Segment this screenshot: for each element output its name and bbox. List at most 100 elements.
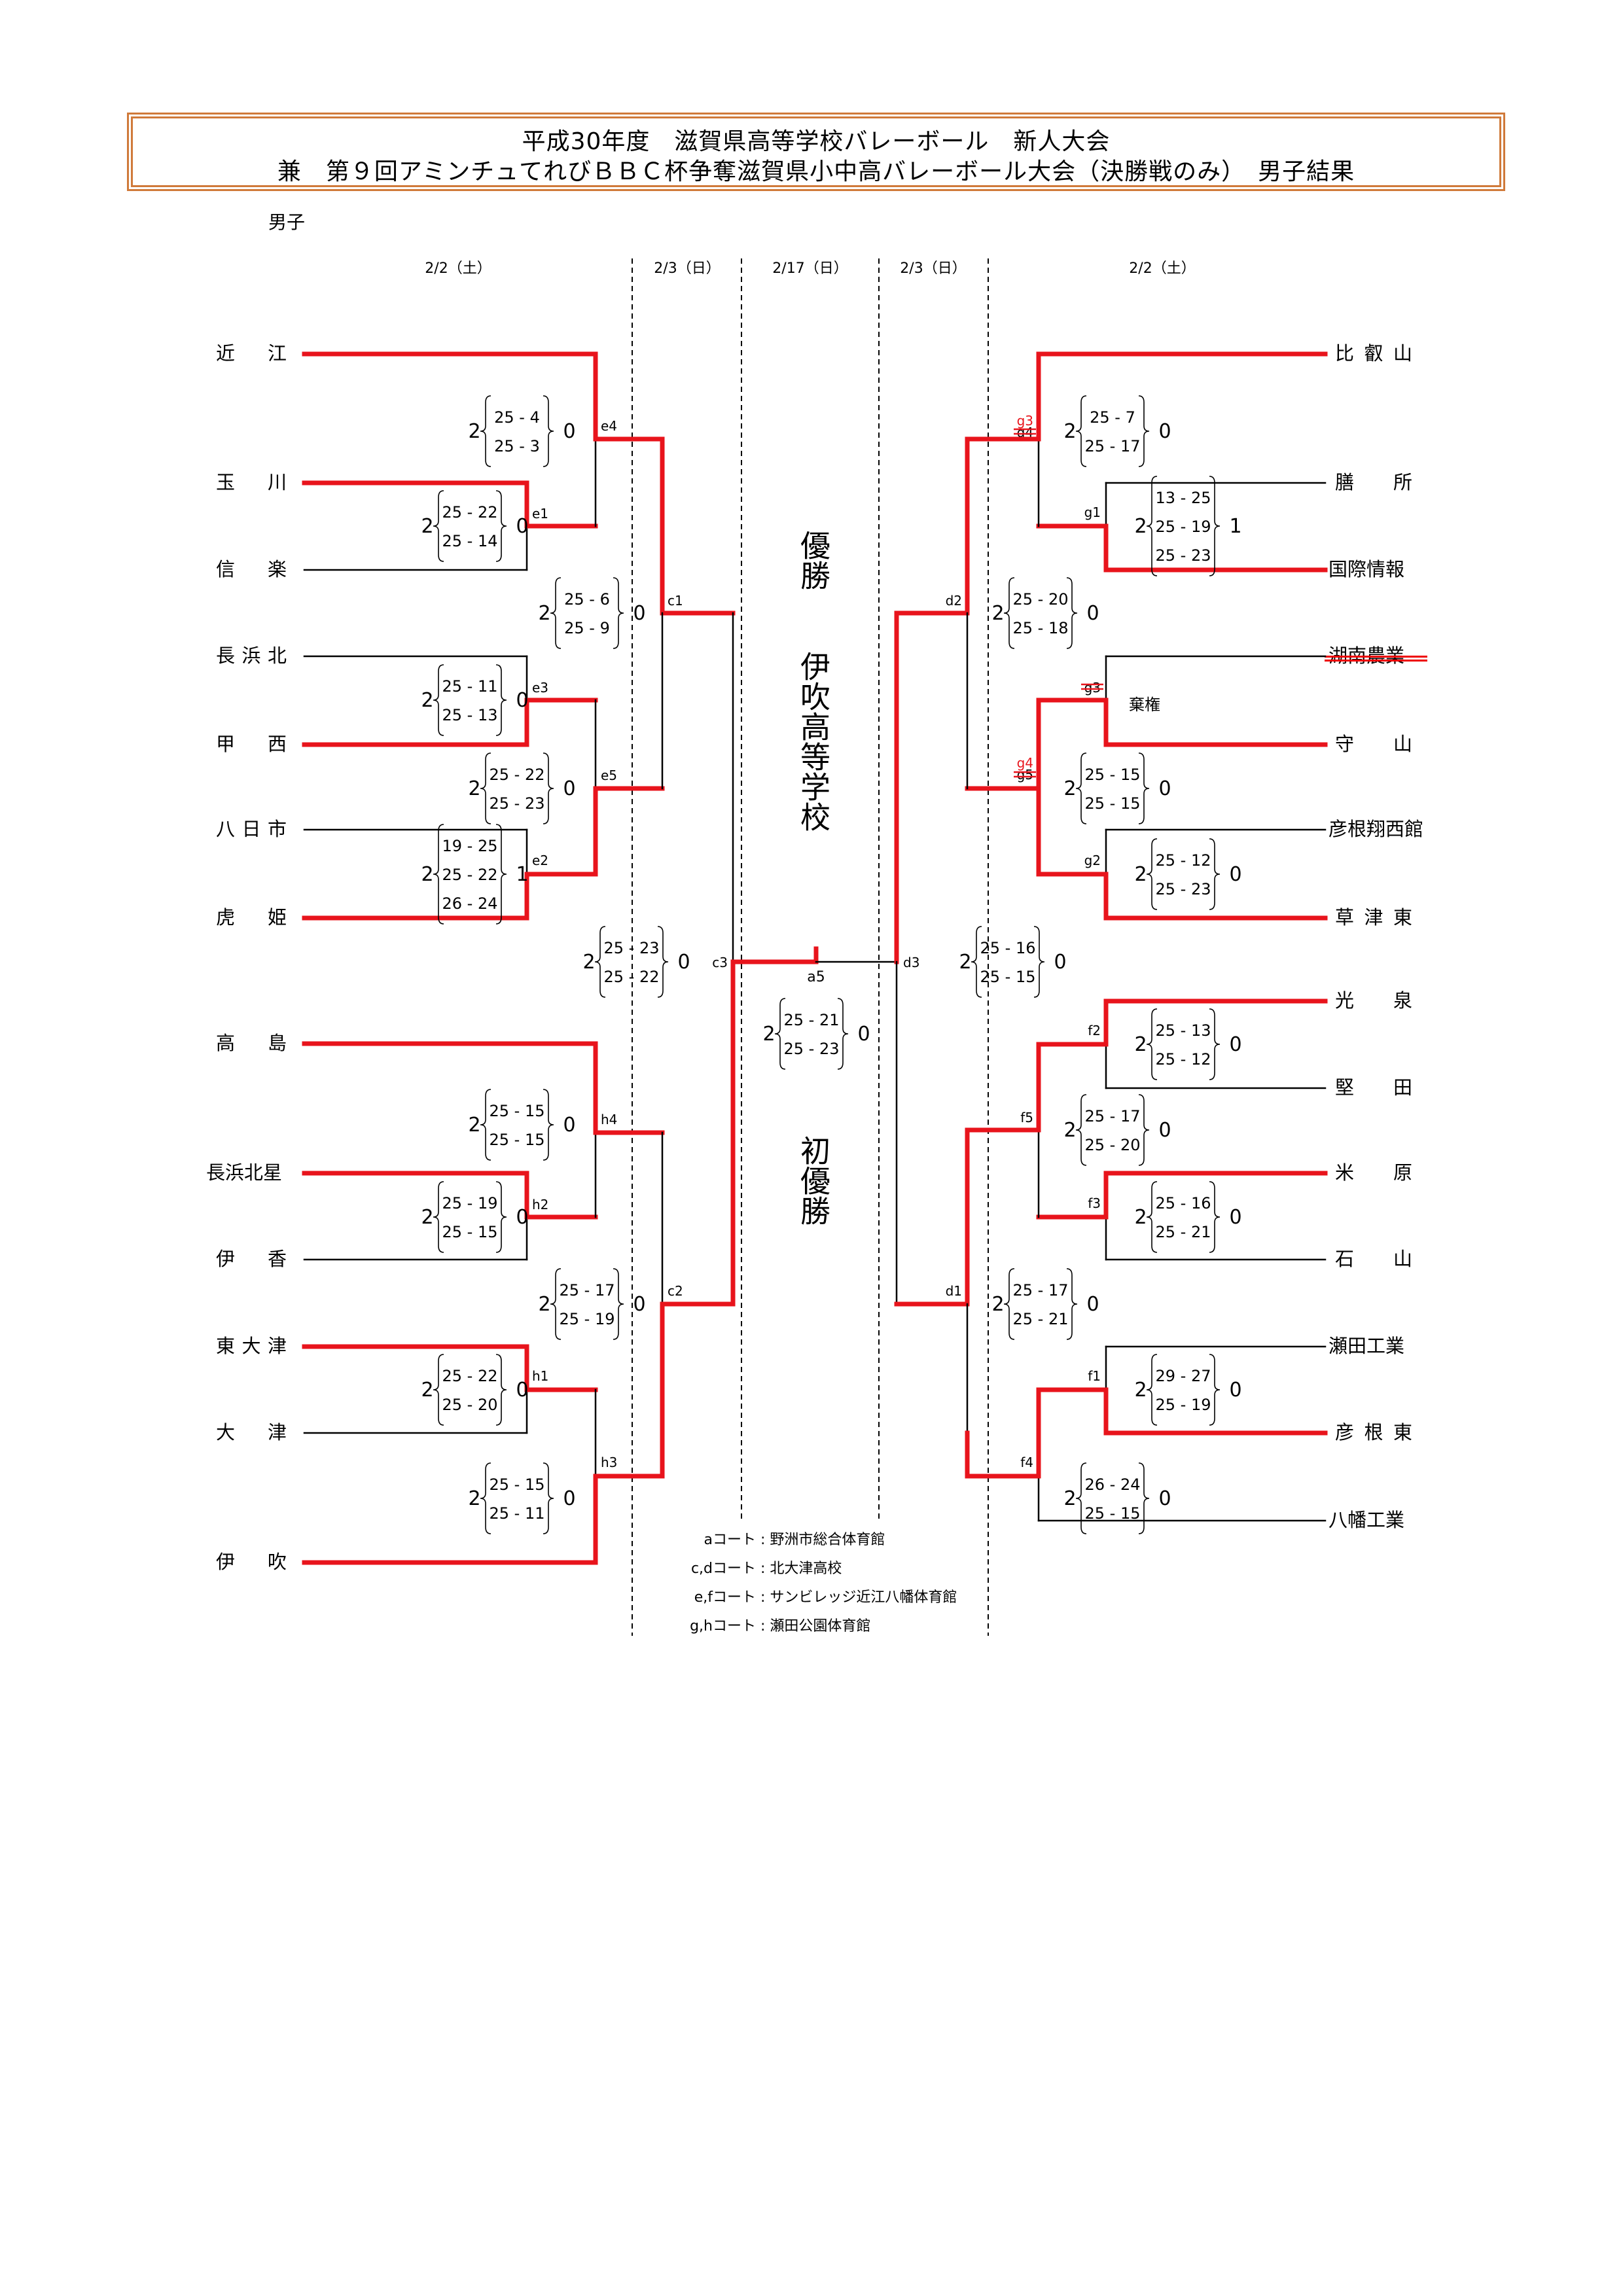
match-label: f3 [1088, 1195, 1101, 1211]
match-label: f5 [1020, 1110, 1033, 1125]
winner-set-count: 2 [468, 1487, 480, 1510]
team-right: 彦根東 [1335, 1421, 1414, 1443]
set-score: 25 - 23 [784, 1040, 840, 1058]
brace-left [433, 490, 444, 562]
set-score: 25 - 15 [1085, 766, 1141, 784]
court-venue: 野洲市総合体育館 [770, 1532, 885, 1548]
brace-left [1075, 395, 1087, 467]
team-left: 伊 吹 [216, 1551, 288, 1573]
section-label: 男子 [268, 211, 306, 233]
match-label: f1 [1088, 1368, 1101, 1384]
court-row-ef: e,fコート : サンビレッジ近江八幡体育館 [658, 1583, 957, 1612]
match-label: e2 [532, 853, 548, 868]
court-row-cd: c,dコート : 北大津高校 [658, 1555, 957, 1583]
set-score: 25 - 16 [980, 939, 1036, 957]
brace-left [480, 752, 491, 824]
set-score: 25 - 14 [442, 532, 498, 550]
winner-set-count: 2 [468, 1114, 480, 1137]
loser-set-count: 0 [1158, 1487, 1171, 1510]
brace-left [1075, 1094, 1087, 1166]
winner-set-count: 2 [538, 602, 550, 625]
loser-set-count: 0 [857, 1023, 870, 1046]
brace-left [1146, 1181, 1158, 1253]
loser-set-count: 0 [1054, 951, 1066, 974]
loser-set-count: 0 [1229, 1033, 1241, 1056]
loser-set-count: 0 [516, 1379, 528, 1402]
team-right: 石 山 [1335, 1248, 1414, 1270]
brace-left [480, 1089, 491, 1161]
brace-left [1003, 1268, 1015, 1340]
set-score: 25 - 17 [1085, 437, 1141, 455]
winner-set-count: 2 [1063, 1119, 1076, 1142]
loser-set-count: 0 [563, 1487, 575, 1510]
winner-set-count: 2 [991, 602, 1004, 625]
brace-right [1138, 752, 1150, 824]
set-score: 25 - 18 [1013, 619, 1069, 637]
brace-left [1075, 752, 1087, 824]
set-score: 25 - 21 [784, 1011, 840, 1029]
match-label: g1 [1084, 504, 1101, 520]
brace-left [433, 1354, 444, 1426]
loser-set-count: 1 [516, 863, 528, 886]
set-score: 25 - 15 [980, 968, 1036, 986]
set-score: 25 - 17 [1013, 1281, 1069, 1299]
team-right: 彦根翔西館 [1329, 818, 1424, 840]
loser-set-count: 0 [563, 1114, 575, 1137]
brace-right [1138, 1094, 1150, 1166]
team-left: 虎 姫 [216, 906, 288, 928]
brace-left [433, 824, 444, 925]
set-score: 25 - 23 [604, 939, 660, 957]
loser-set-count: 1 [1229, 515, 1241, 538]
team-left: 長浜北星 [206, 1161, 283, 1184]
set-score: 25 - 9 [564, 619, 610, 637]
brace-left [1146, 838, 1158, 910]
set-score: 25 - 21 [1013, 1310, 1069, 1328]
team-right: 膳 所 [1335, 471, 1414, 493]
set-score: 25 - 23 [490, 794, 545, 813]
loser-set-count: 0 [633, 602, 645, 625]
match-label-corrected: g4 [1017, 755, 1033, 771]
set-score: 25 - 19 [442, 1194, 498, 1212]
brace-left [1075, 1462, 1087, 1534]
set-score: 19 - 25 [442, 837, 498, 855]
brace-left [480, 395, 491, 467]
brace-right [495, 664, 507, 736]
winner-set-count: 2 [1134, 1379, 1147, 1402]
loser-set-count: 0 [563, 420, 575, 443]
champion-school-text: 伊吹高等学校 [796, 651, 831, 832]
loser-set-count: 0 [1158, 420, 1171, 443]
champion-school: 伊吹高等学校 [793, 651, 832, 841]
winner-set-count: 2 [1063, 777, 1076, 800]
match-label: h1 [532, 1368, 548, 1384]
court-key: g,hコート [690, 1618, 756, 1634]
match-label: c2 [668, 1283, 683, 1299]
loser-set-count: 0 [1086, 602, 1099, 625]
set-score: 25 - 23 [1156, 880, 1211, 898]
set-score: 25 - 19 [1156, 1396, 1211, 1414]
brace-right [1138, 1462, 1150, 1534]
set-score: 25 - 22 [604, 968, 660, 986]
set-score: 25 - 23 [1156, 546, 1211, 565]
match-label: c3 [712, 955, 728, 970]
brace-right [495, 824, 507, 925]
match-label: e5 [601, 768, 617, 783]
brace-right [543, 1462, 554, 1534]
brace-left [1003, 577, 1015, 649]
team-right-withdrawn: 湖南農業 [1325, 646, 1427, 665]
winner-set-count: 2 [1063, 1487, 1076, 1510]
winner-set-count: 2 [421, 863, 433, 886]
title-line-2: 兼 第９回アミンチュてれびＢＢＣ杯争奪滋賀県小中高バレーボール大会（決勝戦のみ）… [277, 158, 1355, 185]
champion-label: 優勝 [793, 530, 832, 600]
set-score: 25 - 22 [490, 766, 545, 784]
set-score: 25 - 15 [490, 1131, 545, 1149]
winner-set-count: 2 [421, 1206, 433, 1229]
winner-set-count: 2 [762, 1023, 775, 1046]
set-score: 25 - 3 [494, 437, 540, 455]
set-score: 25 - 22 [442, 866, 498, 884]
brace-right [613, 577, 624, 649]
court-venue: 瀬田公園体育館 [770, 1618, 871, 1634]
brace-right [1138, 395, 1150, 467]
team-right: 米 原 [1335, 1161, 1414, 1184]
date-round1-left: 2/2（土） [425, 260, 491, 277]
match-label: d2 [946, 593, 962, 609]
